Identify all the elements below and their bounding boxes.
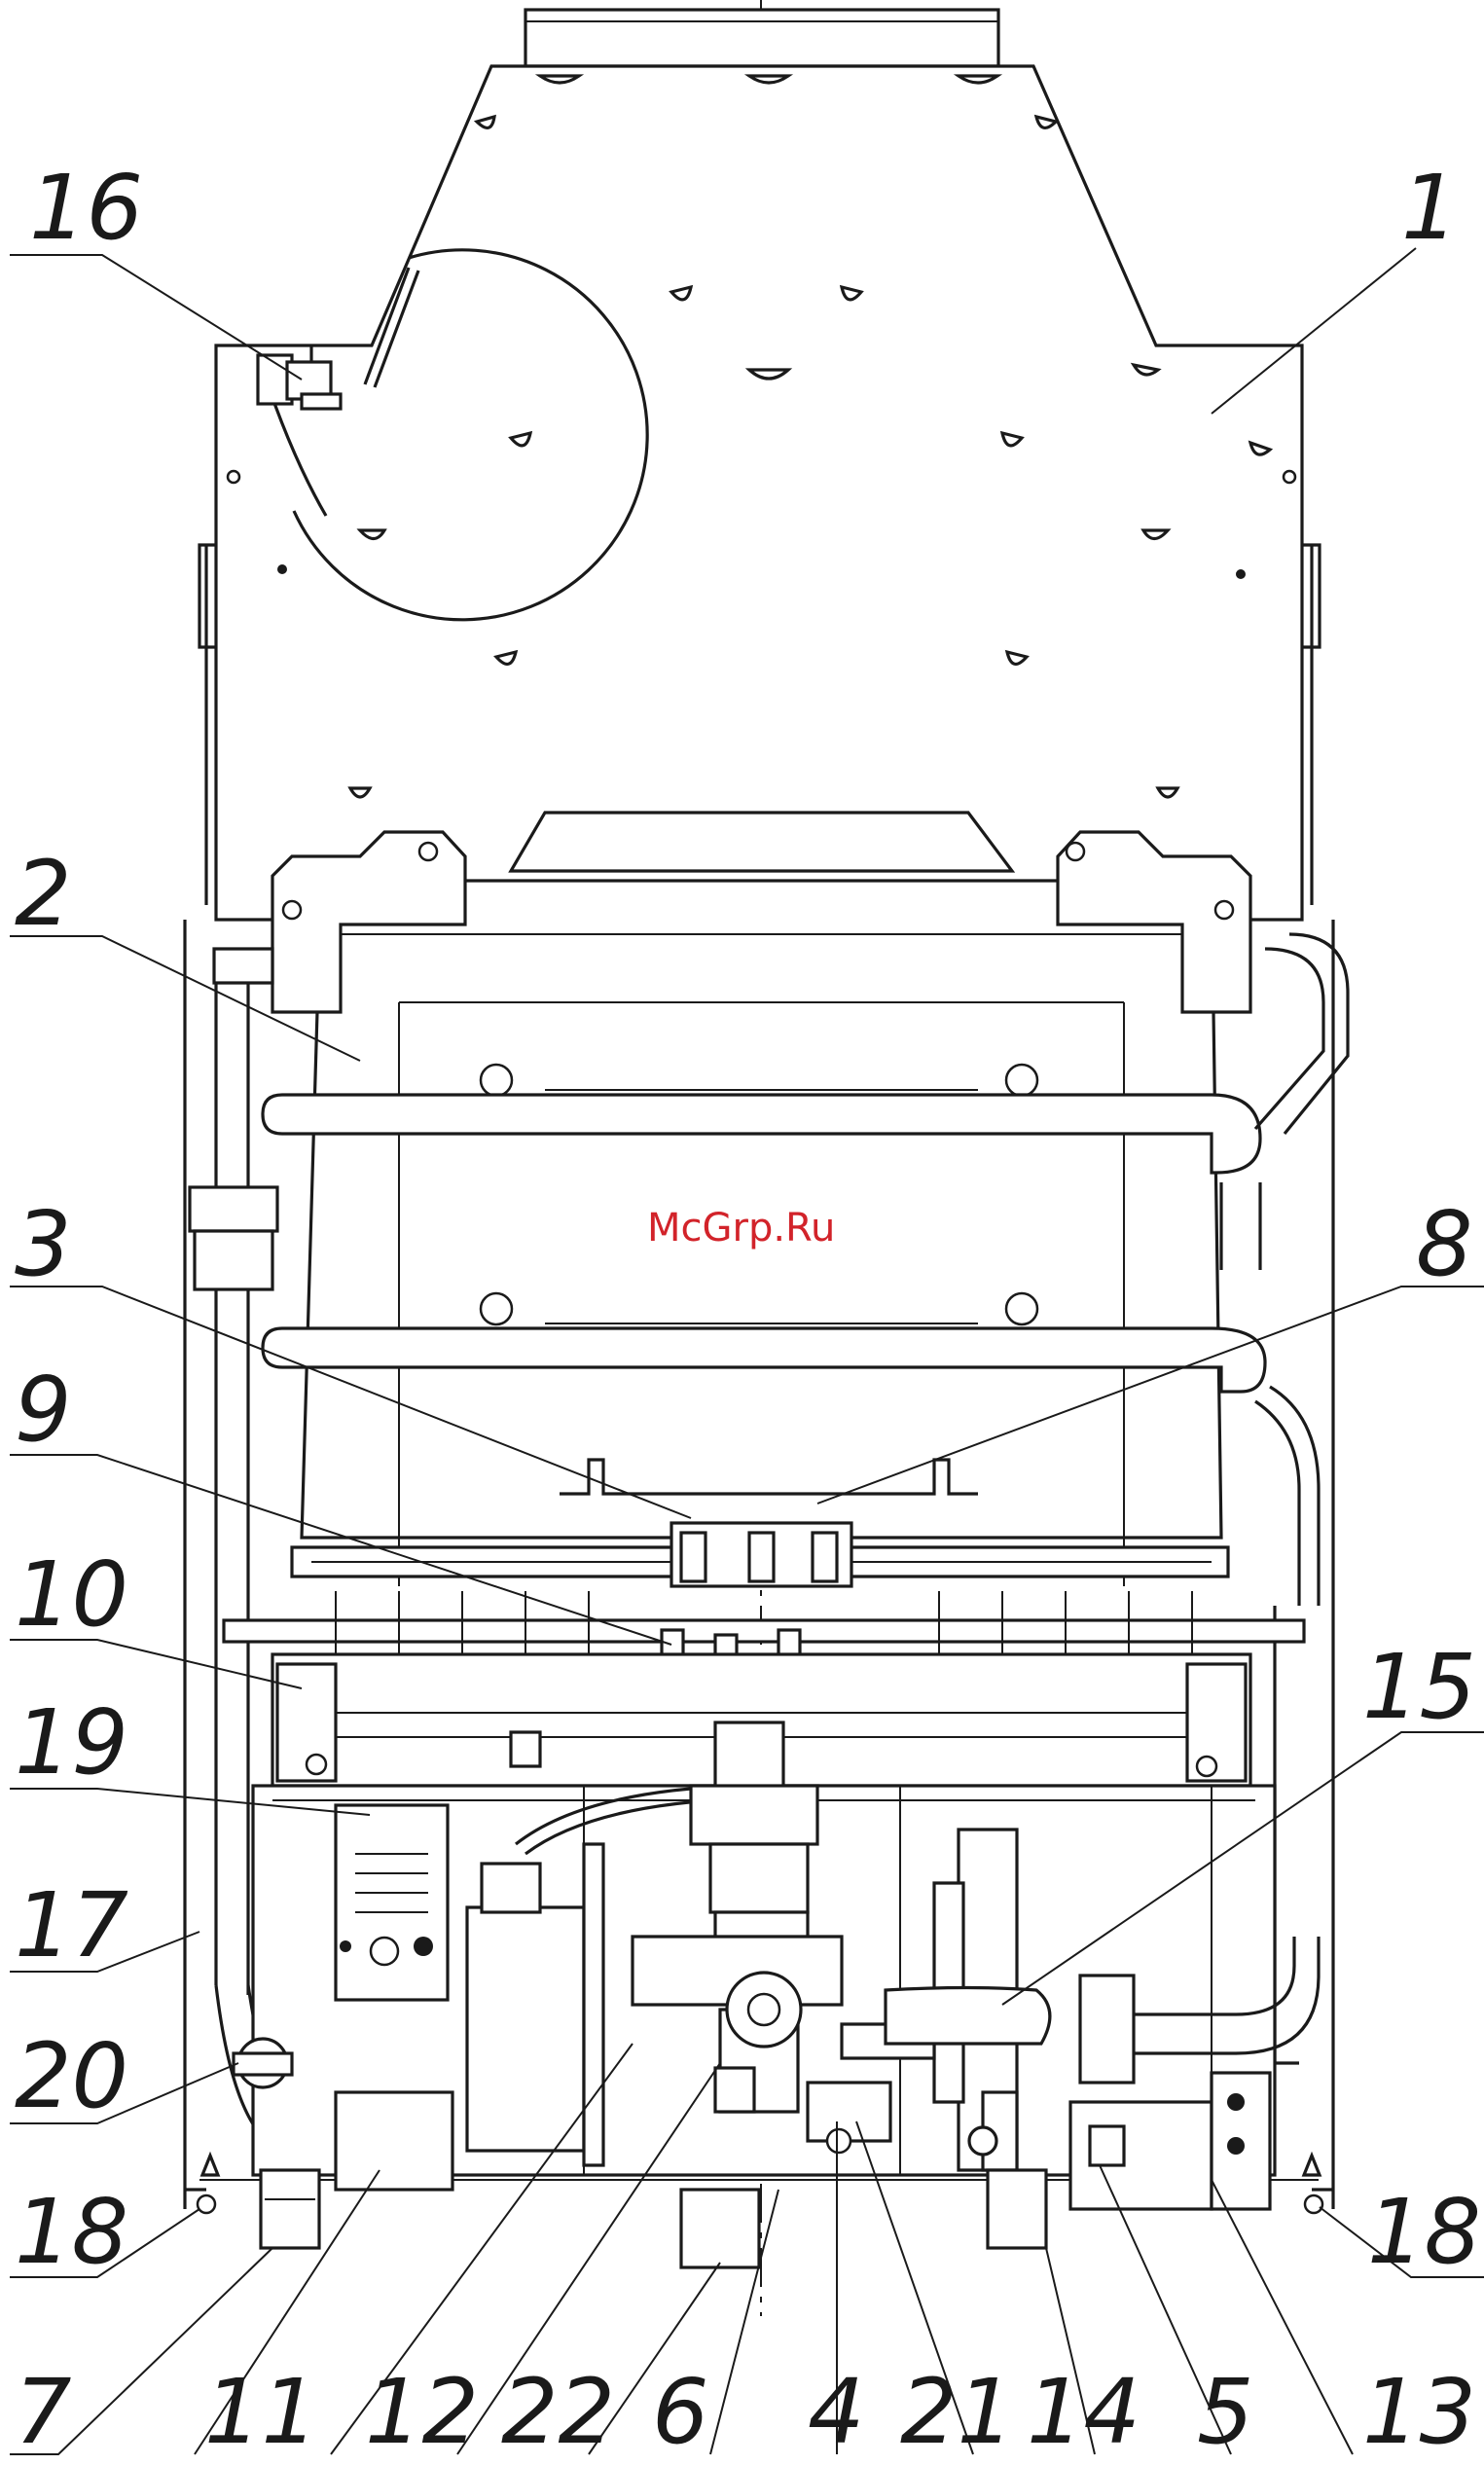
callout-10: 10 — [15, 1542, 128, 1647]
callout-20: 20 — [15, 2024, 128, 2128]
callout-8: 8 — [1416, 1192, 1473, 1296]
callout-18-right: 18 — [1367, 2180, 1481, 2284]
callout-6: 6 — [652, 2360, 709, 2464]
callout-3: 3 — [15, 1192, 72, 1296]
callout-4: 4 — [808, 2360, 865, 2464]
callout-12: 12 — [365, 2360, 479, 2464]
callout-1: 1 — [1401, 156, 1459, 260]
callout-14: 14 — [1027, 2360, 1140, 2464]
watermark: McGrp.Ru — [647, 1206, 835, 1251]
callout-2: 2 — [15, 842, 72, 946]
heat-exchanger — [263, 813, 1265, 1586]
callout-17: 17 — [15, 1873, 128, 1977]
callout-7: 7 — [15, 2360, 72, 2464]
callout-5: 5 — [1197, 2360, 1254, 2464]
callout-9: 9 — [15, 1358, 72, 1462]
callout-19: 19 — [15, 1690, 128, 1794]
callout-21: 21 — [900, 2360, 1014, 2464]
draft-hood — [199, 66, 1320, 920]
data-plate — [336, 1805, 448, 2000]
callout-13: 13 — [1362, 2360, 1476, 2464]
callout-15: 15 — [1362, 1635, 1476, 1739]
flue-collar — [525, 10, 998, 66]
callout-18-left: 18 — [15, 2180, 128, 2284]
callout-11: 11 — [204, 2360, 318, 2464]
callout-22: 22 — [501, 2360, 615, 2464]
callout-16: 16 — [29, 156, 143, 260]
